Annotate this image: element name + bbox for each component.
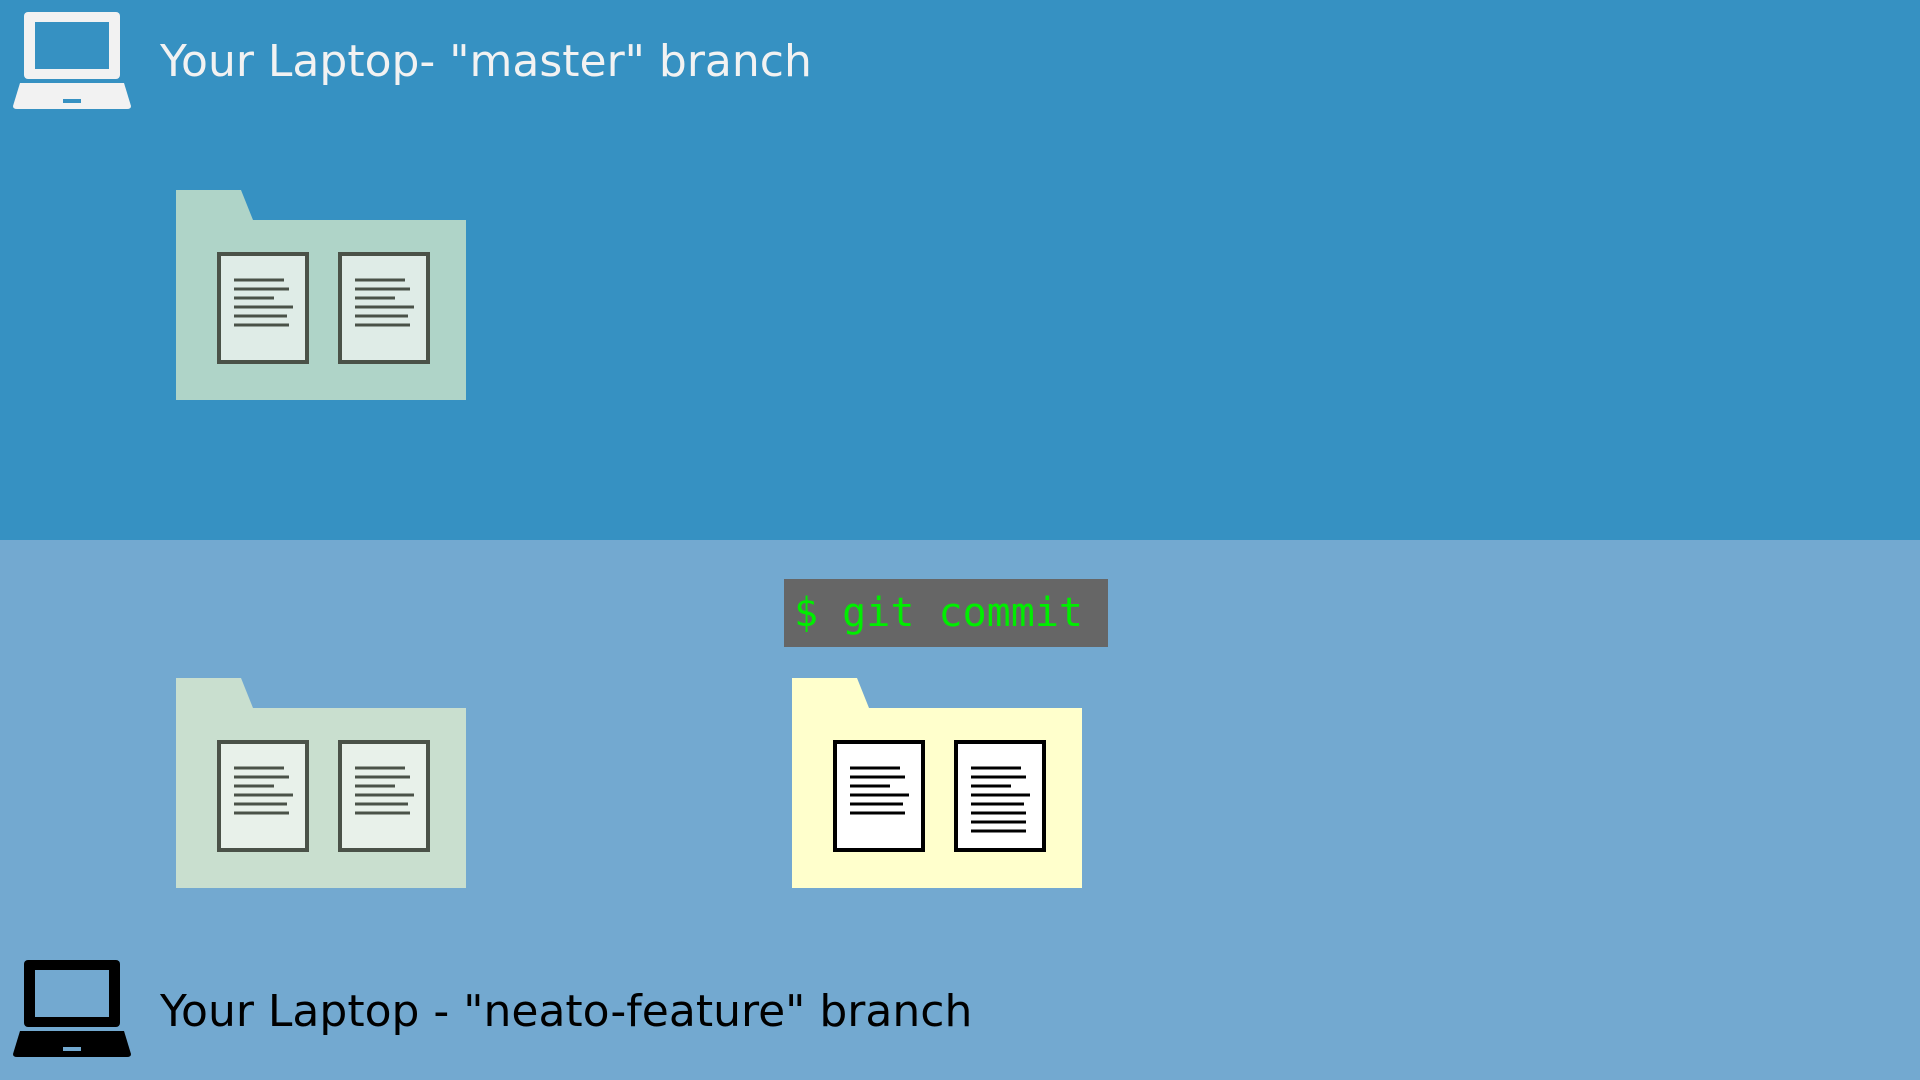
feature-folder-new-commit-icon (792, 678, 1082, 888)
feature-folder-faded-icon (176, 678, 466, 888)
document-icon (217, 740, 309, 852)
master-branch-label: Your Laptop- "master" branch (160, 36, 812, 87)
master-folder-icon (176, 190, 466, 400)
document-icon (217, 252, 309, 364)
git-commit-command: $ git commit (784, 579, 1108, 647)
document-modified-icon (954, 740, 1046, 852)
laptop-icon (13, 12, 131, 109)
master-branch-panel: Your Laptop- "master" branch (0, 0, 1920, 540)
document-icon (338, 740, 430, 852)
document-icon (833, 740, 925, 852)
document-icon (338, 252, 430, 364)
feature-branch-label: Your Laptop - "neato-feature" branch (160, 986, 973, 1037)
laptop-icon (13, 960, 131, 1057)
